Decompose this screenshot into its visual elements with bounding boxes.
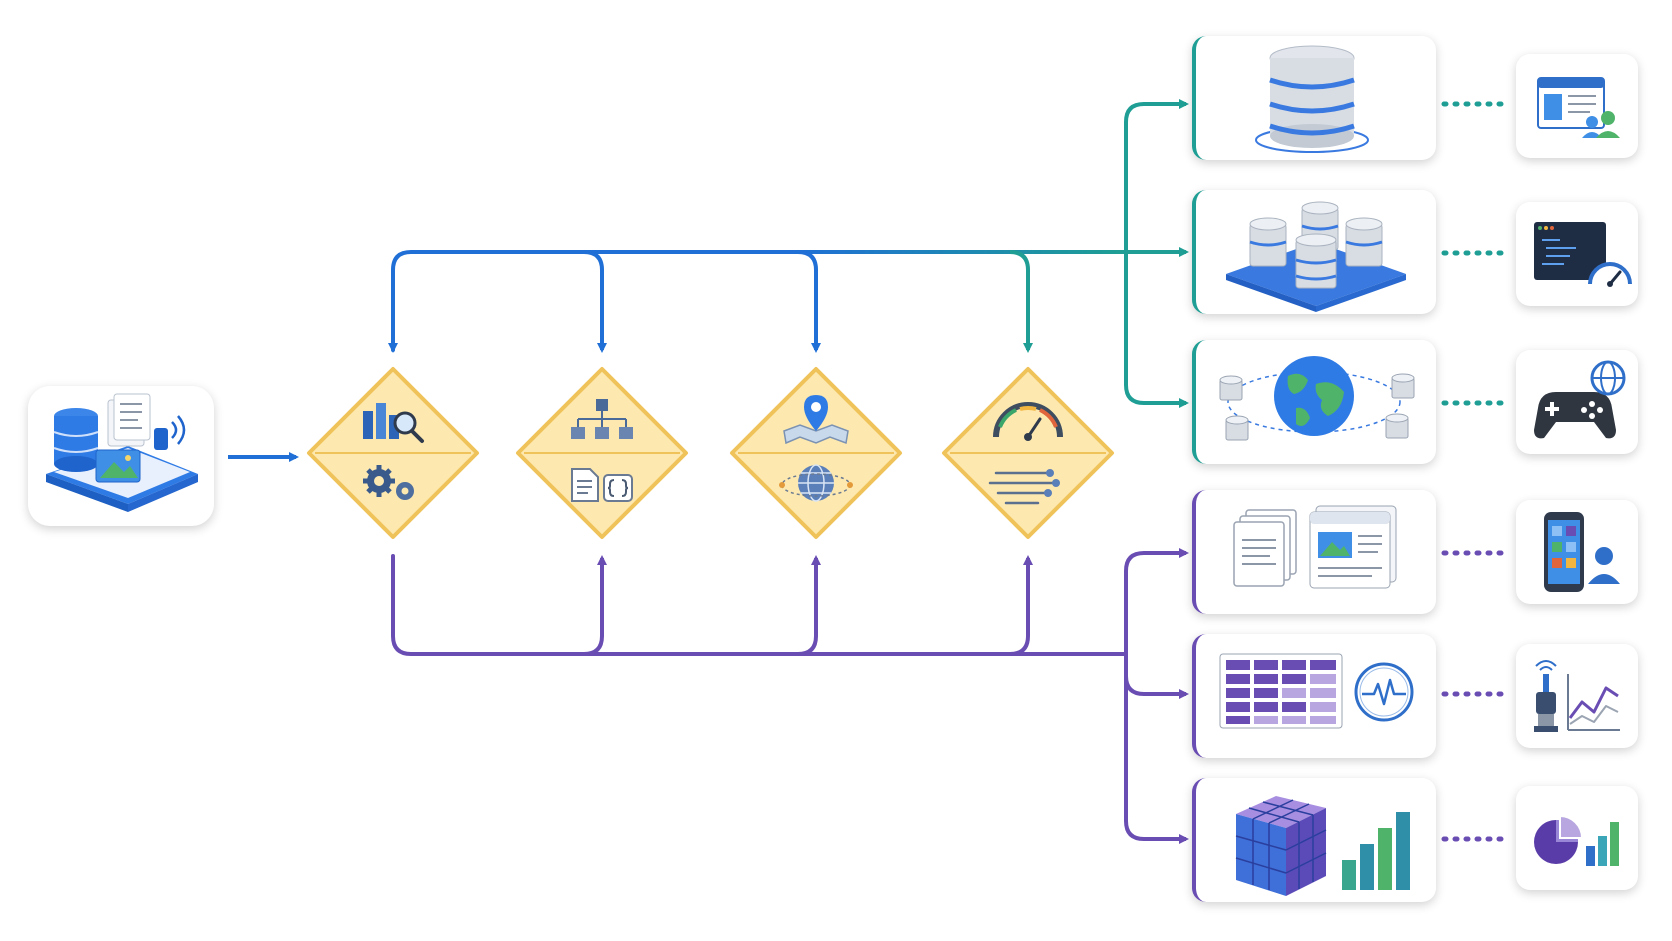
store-card-6[interactable] — [1192, 778, 1436, 902]
document-store-icon — [1233, 505, 1397, 589]
global-database-icon — [1219, 356, 1415, 441]
store-card-1[interactable] — [1192, 36, 1436, 160]
app-card-4[interactable] — [1516, 500, 1638, 604]
store-card-5[interactable] — [1192, 634, 1436, 758]
bottom-bus-line — [391, 554, 1128, 656]
timeseries-table-icon — [1219, 653, 1414, 729]
processor-1-shape — [307, 367, 479, 539]
stream-icon — [988, 469, 1060, 505]
bottom-rise-2 — [583, 555, 607, 656]
web-app-user-icon — [1537, 77, 1620, 138]
purple-branch-2 — [1124, 654, 1189, 699]
app-card-3[interactable] — [1516, 350, 1638, 454]
top-drop-2 — [583, 250, 607, 353]
gaming-global-icon — [1534, 360, 1626, 439]
bottom-rise-3 — [797, 555, 821, 656]
hierarchy-icon — [571, 399, 633, 439]
top-drop-4 — [1009, 250, 1033, 353]
processor-4[interactable] — [940, 365, 1116, 541]
purple-branch-1 — [1124, 548, 1189, 654]
iot-sensor-chart-icon — [1534, 660, 1620, 732]
app-card-6[interactable] — [1516, 786, 1638, 890]
app-card-1[interactable] — [1516, 54, 1638, 158]
app-card-2[interactable] — [1516, 202, 1638, 306]
speedometer-icon — [993, 402, 1063, 441]
analytics-search-icon — [363, 403, 424, 443]
database-icon — [1255, 45, 1369, 153]
reporting-chart-icon — [1534, 814, 1619, 866]
app-card-5[interactable] — [1516, 644, 1638, 748]
teal-branch-3 — [1124, 252, 1189, 408]
dotted-links — [1441, 101, 1511, 406]
processor-4-shape — [942, 367, 1114, 539]
bottom-rise-4 — [1009, 555, 1033, 656]
top-drop-3 — [797, 250, 821, 353]
map-pin-icon — [783, 395, 849, 445]
gears-icon — [363, 465, 414, 500]
teal-branch-1 — [1124, 99, 1189, 252]
mobile-user-icon — [1544, 512, 1620, 592]
globe-network-icon — [779, 464, 853, 502]
top-bus-line — [391, 250, 1122, 352]
store-card-4[interactable] — [1192, 490, 1436, 614]
processor-2[interactable] — [514, 365, 690, 541]
processor-3-shape — [730, 367, 902, 539]
processor-3[interactable] — [728, 365, 904, 541]
dashboard-performance-icon — [1534, 222, 1632, 287]
source-card[interactable] — [28, 386, 214, 526]
document-json-icon — [571, 468, 633, 502]
store-card-3[interactable] — [1192, 340, 1436, 464]
data-sources-icon — [46, 393, 198, 512]
distributed-database-icon — [1226, 201, 1406, 312]
store-card-2[interactable] — [1192, 190, 1436, 314]
olap-cube-icon — [1235, 796, 1410, 896]
purple-branch-3 — [1124, 654, 1189, 844]
processor-2-shape — [516, 367, 688, 539]
processor-1[interactable] — [305, 365, 481, 541]
